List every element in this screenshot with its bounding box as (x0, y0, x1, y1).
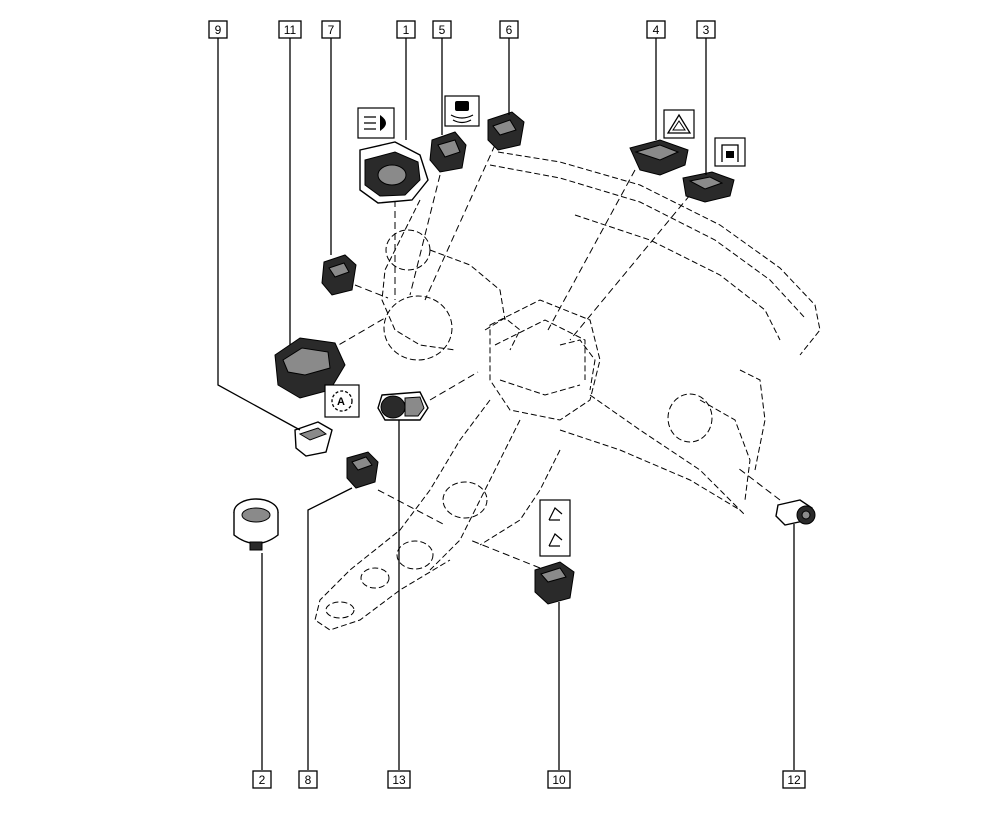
svg-text:A: A (337, 396, 345, 408)
connector-12 (775, 499, 816, 526)
callout-8: 8 (298, 770, 318, 789)
callout-2: 2 (252, 770, 272, 789)
callout-3: 3 (696, 20, 716, 39)
svg-text:4: 4 (653, 23, 660, 37)
svg-text:11: 11 (284, 23, 297, 37)
dashboard-panel-outline (314, 151, 821, 631)
callout-9: 9 (208, 20, 228, 39)
svg-text:7: 7 (328, 23, 335, 37)
svg-text:9: 9 (215, 23, 222, 37)
hazard-warning-symbol (663, 109, 695, 139)
svg-text:5: 5 (439, 23, 446, 37)
callout-5: 5 (432, 20, 452, 39)
svg-text:10: 10 (552, 773, 566, 787)
door-lock-switch (682, 171, 735, 203)
svg-text:8: 8 (305, 773, 312, 787)
callout-11: 11 (278, 20, 302, 39)
svg-text:3: 3 (703, 23, 710, 37)
callout-10: 10 (547, 770, 571, 789)
parking-sensor-switch (429, 131, 467, 173)
auto-stop-symbol: A (324, 384, 360, 418)
callout-7: 7 (321, 20, 341, 39)
svg-text:12: 12 (787, 773, 801, 787)
door-lock-symbol (714, 137, 746, 167)
switch-6 (487, 111, 525, 151)
headlamp-level-symbol (357, 107, 395, 139)
headlamp-adjust-switch (359, 141, 429, 204)
svg-text:2: 2 (259, 773, 266, 787)
power-socket-2 (233, 498, 279, 551)
switch-7 (321, 254, 357, 296)
assembly-arrows (329, 144, 781, 569)
seat-heating-symbols (539, 499, 571, 557)
blanking-cap-9 (294, 421, 333, 457)
callout-6: 6 (499, 20, 519, 39)
callout-12: 12 (782, 770, 806, 789)
switch-8 (346, 451, 379, 489)
svg-text:6: 6 (506, 23, 513, 37)
switch-11-block (274, 337, 346, 399)
seat-heating-switch-10 (534, 561, 575, 605)
rotary-knob-13 (377, 391, 429, 421)
callout-1: 1 (396, 20, 416, 39)
callout-13: 13 (387, 770, 411, 789)
parking-sensor-symbol (444, 95, 480, 127)
svg-text:13: 13 (392, 773, 406, 787)
svg-text:1: 1 (403, 23, 410, 37)
callout-4: 4 (646, 20, 666, 39)
leader-lines (217, 38, 795, 770)
hazard-warning-switch (629, 139, 689, 176)
